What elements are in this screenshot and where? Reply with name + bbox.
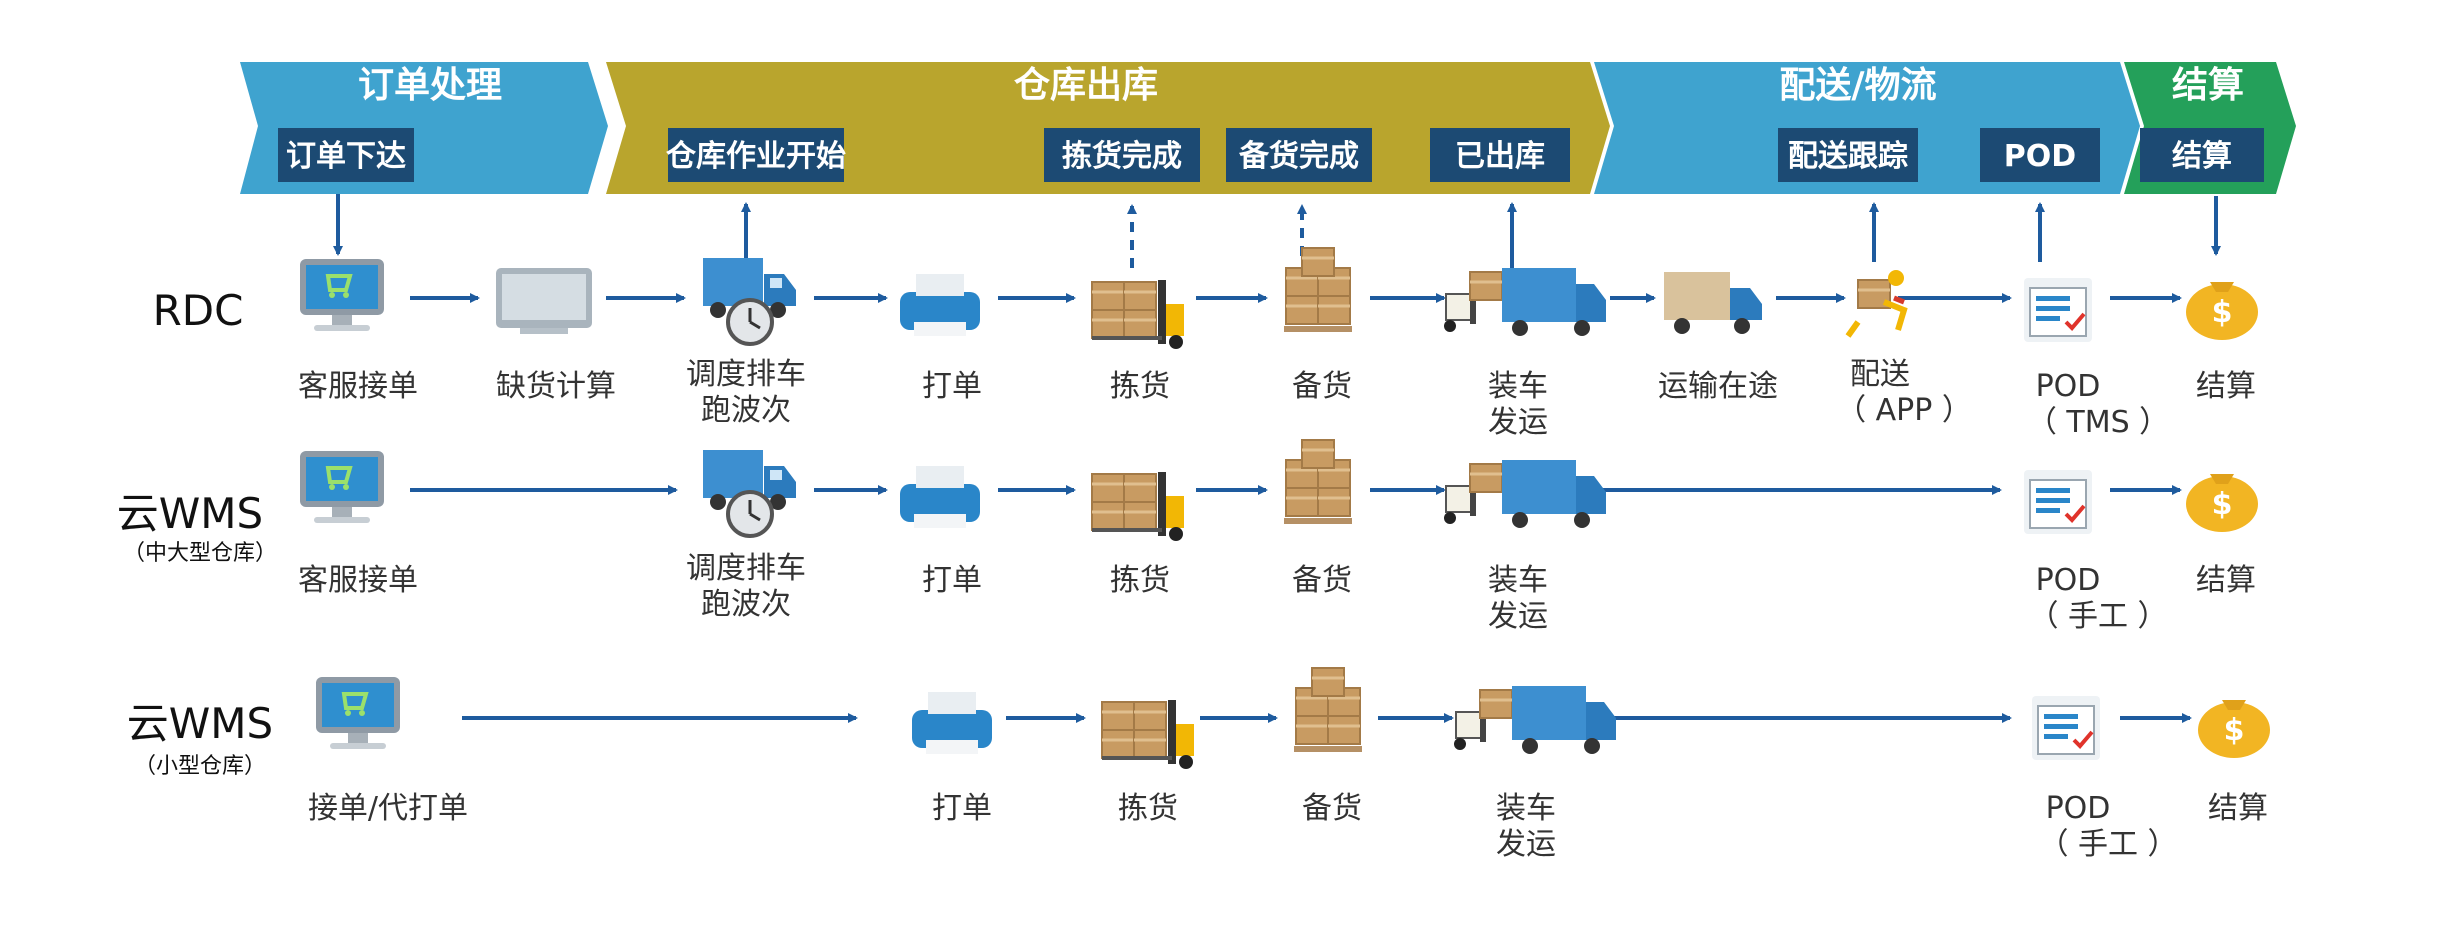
truck-clock-icon xyxy=(703,258,796,346)
stage-pick-done: 拣货完成 xyxy=(1062,139,1182,174)
label-r1-load-2: 发运 xyxy=(1488,405,1548,440)
label-r2-dispatch-2: 跑波次 xyxy=(701,587,791,622)
label-r1-shortage: 缺货计算 xyxy=(496,369,616,404)
stage-box-shipped xyxy=(1430,128,1570,182)
label-r2-cs: 客服接单 xyxy=(298,563,418,598)
clipboard-check-icon xyxy=(2030,694,2102,762)
label-r1-pod-2: （ TMS ） xyxy=(2027,405,2169,440)
label-r2-pod-2: （ 手工 ） xyxy=(2028,599,2167,634)
label-r3-cs: 接单/代打单 xyxy=(308,791,468,826)
row-title-rdc: RDC xyxy=(153,286,244,335)
computer-cart-icon xyxy=(298,257,386,333)
printer-icon xyxy=(900,274,980,336)
stage-shipped: 已出库 xyxy=(1455,139,1545,174)
stage-track: 配送跟踪 xyxy=(1788,139,1908,174)
phase-title-order: 订单处理 xyxy=(358,65,502,106)
stage-box-track xyxy=(1778,128,1918,182)
label-r1-pod-1: POD xyxy=(2036,369,2101,404)
row-mid: 客服接单 调度排车 跑波次 打单 拣货 备货 装车 发运 POD （ 手工 ） … xyxy=(298,440,2258,634)
label-r3-load-2: 发运 xyxy=(1496,827,1556,862)
money-bag-icon xyxy=(2186,282,2258,340)
loading-truck-icon xyxy=(1454,686,1616,754)
loading-truck-icon xyxy=(1444,268,1606,336)
label-r3-pick: 拣货 xyxy=(1118,791,1178,826)
truck-clock-icon xyxy=(703,450,796,538)
forklift-boxes-icon xyxy=(1092,472,1184,541)
transit-truck-icon xyxy=(1664,272,1762,334)
label-r1-deliver-1: 配送 xyxy=(1850,357,1910,392)
label-r3-settle: 结算 xyxy=(2208,791,2268,826)
label-r1-print: 打单 xyxy=(922,369,982,404)
money-bag-icon xyxy=(2186,474,2258,532)
monitor-icon xyxy=(496,268,592,334)
stage-pod: POD xyxy=(2004,139,2076,174)
label-r2-pick: 拣货 xyxy=(1110,563,1170,598)
label-r3-print: 打单 xyxy=(932,791,992,826)
row-rdc: 客服接单 缺货计算 调度排车 跑波次 打单 拣货 备货 装车 发运 运输在途 配… xyxy=(298,248,2258,440)
label-r1-load-1: 装车 xyxy=(1488,369,1548,404)
label-r2-dispatch-1: 调度排车 xyxy=(686,551,806,586)
stage-box-pick-done xyxy=(1044,128,1200,182)
row-sub-mid: （中大型仓库） xyxy=(123,541,277,566)
clipboard-check-icon xyxy=(2022,468,2094,536)
stage-box-wh-start xyxy=(668,128,844,182)
label-r2-settle: 结算 xyxy=(2196,563,2256,598)
label-r1-dispatch-2: 跑波次 xyxy=(701,393,791,428)
clipboard-check-icon xyxy=(2022,276,2094,344)
row-title-small: 云WMS xyxy=(127,699,273,748)
stage-prep-done: 备货完成 xyxy=(1239,139,1359,174)
stage-box-pod xyxy=(1980,128,2100,182)
label-r2-pod-1: POD xyxy=(2036,563,2101,598)
vertical-connectors xyxy=(333,194,2221,268)
computer-cart-icon xyxy=(298,449,386,525)
stage-wh-start: 仓库作业开始 xyxy=(666,139,846,174)
forklift-boxes-icon xyxy=(1102,700,1194,769)
boxes-pallet-icon xyxy=(1284,440,1352,524)
phase-title-settle: 结算 xyxy=(2172,65,2244,106)
label-r1-pick: 拣货 xyxy=(1110,369,1170,404)
label-r2-load-2: 发运 xyxy=(1488,599,1548,634)
computer-cart-icon xyxy=(314,675,402,751)
label-r2-prep: 备货 xyxy=(1292,563,1352,598)
row-small: 接单/代打单 打单 拣货 备货 装车 发运 POD （ 手工 ） 结算 xyxy=(308,668,2270,862)
printer-icon xyxy=(912,692,992,754)
stage-boxes: 订单下达 仓库作业开始 拣货完成 备货完成 已出库 配送跟踪 POD 结算 xyxy=(278,128,2264,182)
label-r1-transit: 运输在途 xyxy=(1658,369,1778,404)
label-r3-pod-2: （ 手工 ） xyxy=(2038,827,2177,862)
row-sub-small: （小型仓库） xyxy=(134,754,266,779)
label-r2-print: 打单 xyxy=(922,563,982,598)
forklift-boxes-icon xyxy=(1092,280,1184,349)
loading-truck-icon xyxy=(1444,460,1606,528)
stage-settle: 结算 xyxy=(2172,139,2232,174)
stage-box-prep-done xyxy=(1226,128,1372,182)
phase-title-warehouse: 仓库出库 xyxy=(1014,65,1158,106)
label-r1-prep: 备货 xyxy=(1292,369,1352,404)
label-r1-dispatch-1: 调度排车 xyxy=(686,357,806,392)
label-r3-pod-1: POD xyxy=(2046,791,2111,826)
boxes-pallet-icon xyxy=(1284,248,1352,332)
label-r3-prep: 备货 xyxy=(1302,791,1362,826)
row-title-mid: 云WMS xyxy=(117,489,263,538)
phase-title-delivery: 配送/物流 xyxy=(1779,65,1936,106)
money-bag-icon xyxy=(2198,700,2270,758)
stage-order-issue: 订单下达 xyxy=(286,139,406,174)
label-r1-cs: 客服接单 xyxy=(298,369,418,404)
boxes-pallet-icon xyxy=(1294,668,1362,752)
stage-box-settle xyxy=(2140,128,2264,182)
label-r1-settle: 结算 xyxy=(2196,369,2256,404)
label-r2-load-1: 装车 xyxy=(1488,563,1548,598)
printer-icon xyxy=(900,466,980,528)
label-r3-load-1: 装车 xyxy=(1496,791,1556,826)
stage-box-order-issue xyxy=(278,128,414,182)
label-r1-deliver-2: （ APP ） xyxy=(1836,393,1972,428)
courier-icon xyxy=(1848,270,1904,336)
